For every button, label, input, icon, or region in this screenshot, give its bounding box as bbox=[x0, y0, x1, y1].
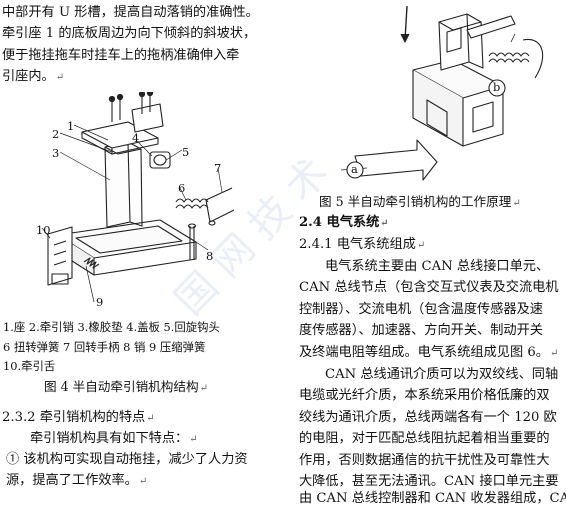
para2-line: 由 CAN 总线控制器和 CAN 收发器组成，CAN bbox=[299, 491, 566, 506]
figure4-drawing bbox=[41, 92, 235, 302]
section-line: ① 该机构可实现自动拖挂，减少了人力资 bbox=[6, 452, 248, 467]
figure4-legend-line: 1.座 2.牵引销 3.橡胶垫 4.盖板 5.回旋钩头 bbox=[3, 320, 220, 334]
para1-line: 度传感器）、加速器、方向开关、制动开关 bbox=[299, 323, 543, 338]
figure4-callout: 5 bbox=[182, 145, 190, 159]
figure4-callout: 2 bbox=[52, 127, 60, 141]
intro-line: 牵引座 1 的底板周边为向下倾斜的斜坡状， bbox=[2, 26, 257, 41]
section-line: 牵引销机构具有如下特点：↵ bbox=[30, 431, 198, 446]
para2-line: 的电阻，对于匹配总线阻抗起着相当重要的 bbox=[299, 431, 550, 446]
section-heading-241: 2.4.1 电气系统组成↵ bbox=[299, 237, 426, 252]
section-heading-232: 2.3.2 牵引销机构的特点↵ bbox=[2, 410, 155, 425]
para1-line: CAN 总线节点（包含交互式仪表及交流电机 bbox=[299, 280, 559, 295]
figure5-caption: 图 5 半自动牵引销机构的工作原理↵ bbox=[319, 194, 521, 209]
figure4-callout: 4 bbox=[132, 131, 140, 145]
para1-line: 电气系统主要由 CAN 总线接口单元、 bbox=[325, 259, 550, 274]
figure4-callout: 8 bbox=[206, 249, 214, 263]
figure4-callout: 1 bbox=[67, 119, 75, 133]
figure5-label-b: b bbox=[493, 80, 501, 94]
figure4-callout: 10 bbox=[36, 223, 51, 237]
figure4-callout: 7 bbox=[214, 161, 222, 175]
para1-line: 及终端电阻等组成。电气系统组成见图 6。↵ bbox=[299, 345, 559, 360]
figure4-callout: 6 bbox=[178, 181, 186, 195]
section-line: 源，提高了工作效率。↵ bbox=[6, 473, 148, 488]
para1-line: 控制器）、交流电机（包含温度传感器及速 bbox=[299, 302, 543, 317]
para2-line: CAN 总线通讯介质可以为双绞线、同轴 bbox=[325, 367, 559, 382]
figure4-legend-line: 10.牵引舌 bbox=[3, 359, 56, 373]
figure5-drawing bbox=[340, 5, 544, 181]
para2-line: 绞线为通讯介质，总线两端各有一个 120 欧 bbox=[299, 410, 557, 425]
figure4-caption: 图 4 半自动牵引销机构结构↵ bbox=[44, 379, 208, 394]
figure4-callout: 9 bbox=[96, 295, 104, 309]
figure4-legend-line: 6 扭转弹簧 7 回转手柄 8 销 9 压缩弹簧 bbox=[3, 340, 206, 354]
section-heading-24: 2.4 电气系统↵ bbox=[299, 215, 389, 230]
intro-line: 便于拖挂拖车时挂车上的拖柄准确伸入牵 bbox=[2, 48, 240, 63]
figure5-label-a: a bbox=[351, 162, 358, 176]
para2-line: 作用，否则数据通信的抗干扰性及可靠性大 bbox=[299, 453, 550, 468]
para2-line: 电缆或光纤介质，本系统采用价格低廉的双 bbox=[299, 388, 550, 403]
intro-line: 引座内。↵ bbox=[2, 69, 65, 84]
para2-line: 大降低，甚至无法通讯。CAN 接口单元主要 bbox=[299, 474, 559, 489]
intro-line: 中部开有 U 形槽，提高自动落销的准确性。 bbox=[2, 5, 259, 20]
figure4-callout: 3 bbox=[52, 146, 60, 160]
